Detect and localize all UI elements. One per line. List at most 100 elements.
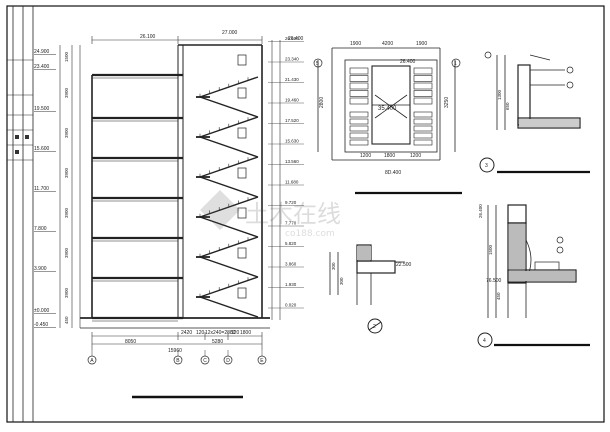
detail-right-bottom-dim2: 450 bbox=[496, 292, 501, 300]
detail-small-marker: 2 bbox=[367, 318, 383, 334]
plan-step-right bbox=[413, 67, 433, 75]
detail-right-bottom-callout-2 bbox=[556, 246, 564, 254]
bottom-dim-120a: 120 bbox=[196, 330, 205, 336]
detail-right-top-callout-3 bbox=[484, 51, 492, 59]
detail-right-top-callout-1 bbox=[566, 66, 574, 74]
plan-step-left bbox=[349, 67, 369, 75]
detail-small-dim2: 300 bbox=[339, 277, 344, 285]
bottom-dim-1800: 1800 bbox=[240, 330, 251, 336]
svg-text:4: 4 bbox=[483, 338, 486, 344]
detail-small-hatch bbox=[357, 246, 371, 260]
bottom-dimension-lines bbox=[91, 332, 263, 350]
axis-label: B bbox=[176, 358, 180, 364]
stair-flight bbox=[199, 176, 259, 198]
left-vertical-dim: 3900 bbox=[64, 287, 69, 298]
plan-detail bbox=[317, 47, 456, 161]
plan-step-left bbox=[349, 139, 369, 146]
detail-small-dim1: 300 bbox=[331, 262, 336, 270]
right-level-label: 7.770 bbox=[285, 221, 297, 226]
plan-step-right bbox=[413, 90, 433, 97]
svg-text:5: 5 bbox=[316, 61, 319, 67]
detail-right-top-dim1: 1300 bbox=[497, 89, 502, 100]
plan-dim-bottom-2: 1800 bbox=[384, 153, 395, 159]
svg-text:1: 1 bbox=[454, 61, 457, 67]
detail-right-bottom-hatch-slab bbox=[509, 271, 575, 281]
plan-step-right bbox=[413, 125, 433, 132]
detail-small-level: 22.500 bbox=[396, 262, 412, 268]
axis-label: D bbox=[226, 358, 230, 364]
right-level-labels: 26.40023.34021.43019.46017.52015.63013.5… bbox=[268, 36, 304, 309]
bottom-dim-total: 15960 bbox=[168, 348, 182, 354]
plan-step-left bbox=[349, 75, 369, 82]
plan-dim-bottom-1: 1200 bbox=[360, 153, 371, 159]
left-vertical-dim: 3900 bbox=[64, 87, 69, 98]
plan-step-right bbox=[413, 75, 433, 82]
left-vertical-dim: 3900 bbox=[64, 207, 69, 218]
axis-label: A bbox=[90, 358, 94, 364]
plan-step-left bbox=[349, 118, 369, 125]
right-level-label: 0.020 bbox=[285, 303, 297, 308]
left-vertical-dim: 450 bbox=[64, 316, 69, 324]
right-level-label: 17.520 bbox=[285, 118, 299, 123]
bottom-dim-8050: 8050 bbox=[125, 339, 136, 345]
stair-flight bbox=[199, 96, 259, 118]
detail-right-top-hatch bbox=[519, 119, 579, 127]
axis-bubble bbox=[173, 355, 183, 365]
detail-right-bottom-marker: 4 bbox=[477, 332, 493, 348]
left-level-label: 24.900 bbox=[34, 49, 50, 55]
plan-dim-top-3: 1900 bbox=[416, 41, 427, 47]
detail-right-top-marker: 3 bbox=[479, 157, 495, 173]
right-dimension-lines bbox=[271, 40, 281, 320]
plan-step-right bbox=[413, 132, 433, 139]
plan-left-dim: 2800 bbox=[319, 97, 325, 108]
plan-dim-bottom-3: 1200 bbox=[410, 153, 421, 159]
bottom-dim-5280: 5280 bbox=[212, 339, 223, 345]
plan-right-dim: 3250 bbox=[444, 97, 450, 108]
top-dim-2: 27.000 bbox=[222, 30, 238, 36]
left-level-label: -0.450 bbox=[34, 322, 48, 328]
overall-height: 26.400 bbox=[288, 36, 304, 42]
detail-right-bottom-hatch bbox=[509, 224, 525, 269]
plan-step-right bbox=[413, 97, 433, 105]
plan-step-left bbox=[349, 125, 369, 132]
plan-marker-left: 5 bbox=[313, 58, 323, 68]
plan-step-right bbox=[413, 111, 433, 118]
plan-level-bottom: 8D.400 bbox=[385, 170, 401, 176]
right-level-label: 21.430 bbox=[285, 77, 299, 82]
axis-bubble bbox=[200, 355, 210, 365]
axis-label: E bbox=[260, 358, 264, 364]
detail-right-top-dim2: 650 bbox=[505, 102, 510, 110]
stair-flight bbox=[199, 256, 259, 278]
left-level-label: 7.800 bbox=[34, 226, 47, 232]
watermark-url: co188.com bbox=[285, 229, 335, 239]
right-level-label: 13.560 bbox=[285, 159, 299, 164]
building-section bbox=[80, 44, 270, 329]
left-level-labels: 24.90023.40019.50015.60011.7007.8003.900… bbox=[34, 49, 56, 328]
detail-right-bottom-level: 76.500 bbox=[486, 278, 502, 284]
stair-window bbox=[237, 247, 247, 259]
left-level-label: 23.400 bbox=[34, 64, 50, 70]
stair-flight bbox=[199, 216, 259, 238]
plan-step-left bbox=[349, 111, 369, 118]
stair-flight bbox=[199, 296, 259, 318]
left-level-label: 15.600 bbox=[34, 146, 50, 152]
svg-text:3: 3 bbox=[485, 163, 488, 169]
left-level-label: 3.900 bbox=[34, 266, 47, 272]
stair-window bbox=[237, 87, 247, 99]
left-vertical-dim: 3900 bbox=[64, 247, 69, 258]
plan-step-right bbox=[413, 118, 433, 125]
left-vertical-dim: 3900 bbox=[64, 167, 69, 178]
axis-bubble bbox=[257, 355, 267, 365]
right-level-label: 9.720 bbox=[285, 200, 297, 205]
plan-step-right bbox=[413, 139, 433, 146]
plan-step-left bbox=[349, 82, 369, 90]
bottom-dim-120b: 120 bbox=[231, 330, 240, 336]
plan-step-right bbox=[413, 82, 433, 90]
detail-right-bottom-railing bbox=[534, 261, 560, 271]
bottom-dim-stair: 12x240=2880 bbox=[205, 330, 236, 336]
plan-step-left bbox=[349, 97, 369, 105]
plan-dim-top-2: 4200 bbox=[382, 41, 393, 47]
